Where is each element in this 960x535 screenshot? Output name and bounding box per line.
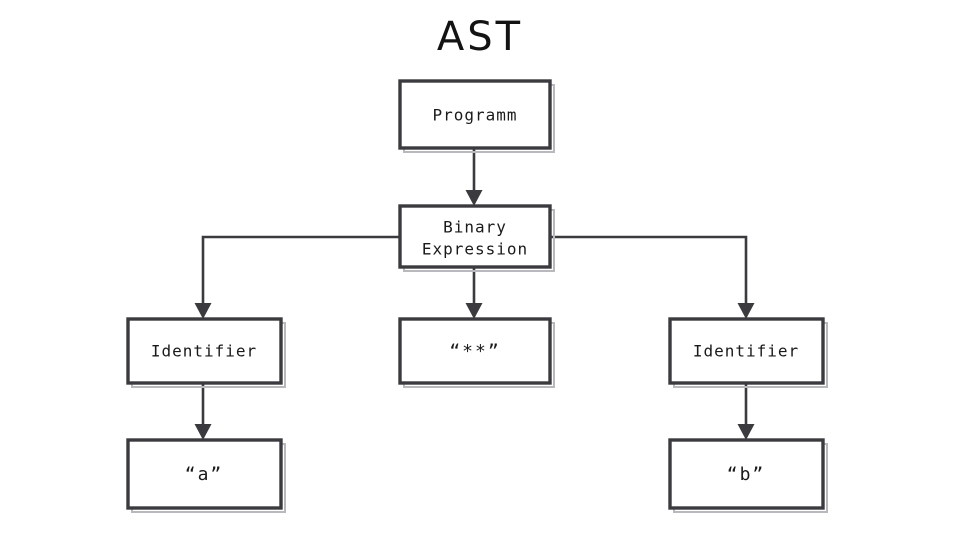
diagram-title: AST — [437, 14, 523, 60]
node-binary-expression-label-line1: Binary — [443, 218, 507, 237]
edge-identifier-right-to-literal-b — [737, 384, 755, 440]
edge-identifier-left-to-literal-a — [194, 384, 212, 440]
node-operator[interactable]: “**” — [398, 317, 555, 388]
node-literal-b[interactable]: “b” — [668, 438, 828, 513]
node-identifier-left[interactable]: Identifier — [126, 317, 286, 388]
edge-binary-expression-to-identifier-right — [550, 235, 755, 319]
node-program-label: Programm — [432, 106, 517, 125]
edge-layer — [194, 149, 755, 440]
node-literal-a[interactable]: “a” — [126, 438, 286, 513]
node-binary-expression[interactable]: Binary Expression — [398, 204, 555, 272]
node-literal-b-label: “b” — [727, 464, 766, 485]
node-program[interactable]: Programm — [398, 79, 555, 153]
node-identifier-right-label: Identifier — [693, 342, 799, 361]
edge-binary-expression-to-operator — [465, 268, 483, 319]
edge-program-to-binary-expression — [465, 149, 483, 206]
node-operator-label: “**” — [449, 341, 500, 362]
edge-binary-expression-to-identifier-left — [194, 235, 400, 319]
node-binary-expression-label-line2: Expression — [422, 240, 528, 259]
node-identifier-right[interactable]: Identifier — [668, 317, 828, 388]
node-literal-a-label: “a” — [185, 464, 224, 485]
node-identifier-left-label: Identifier — [151, 342, 257, 361]
